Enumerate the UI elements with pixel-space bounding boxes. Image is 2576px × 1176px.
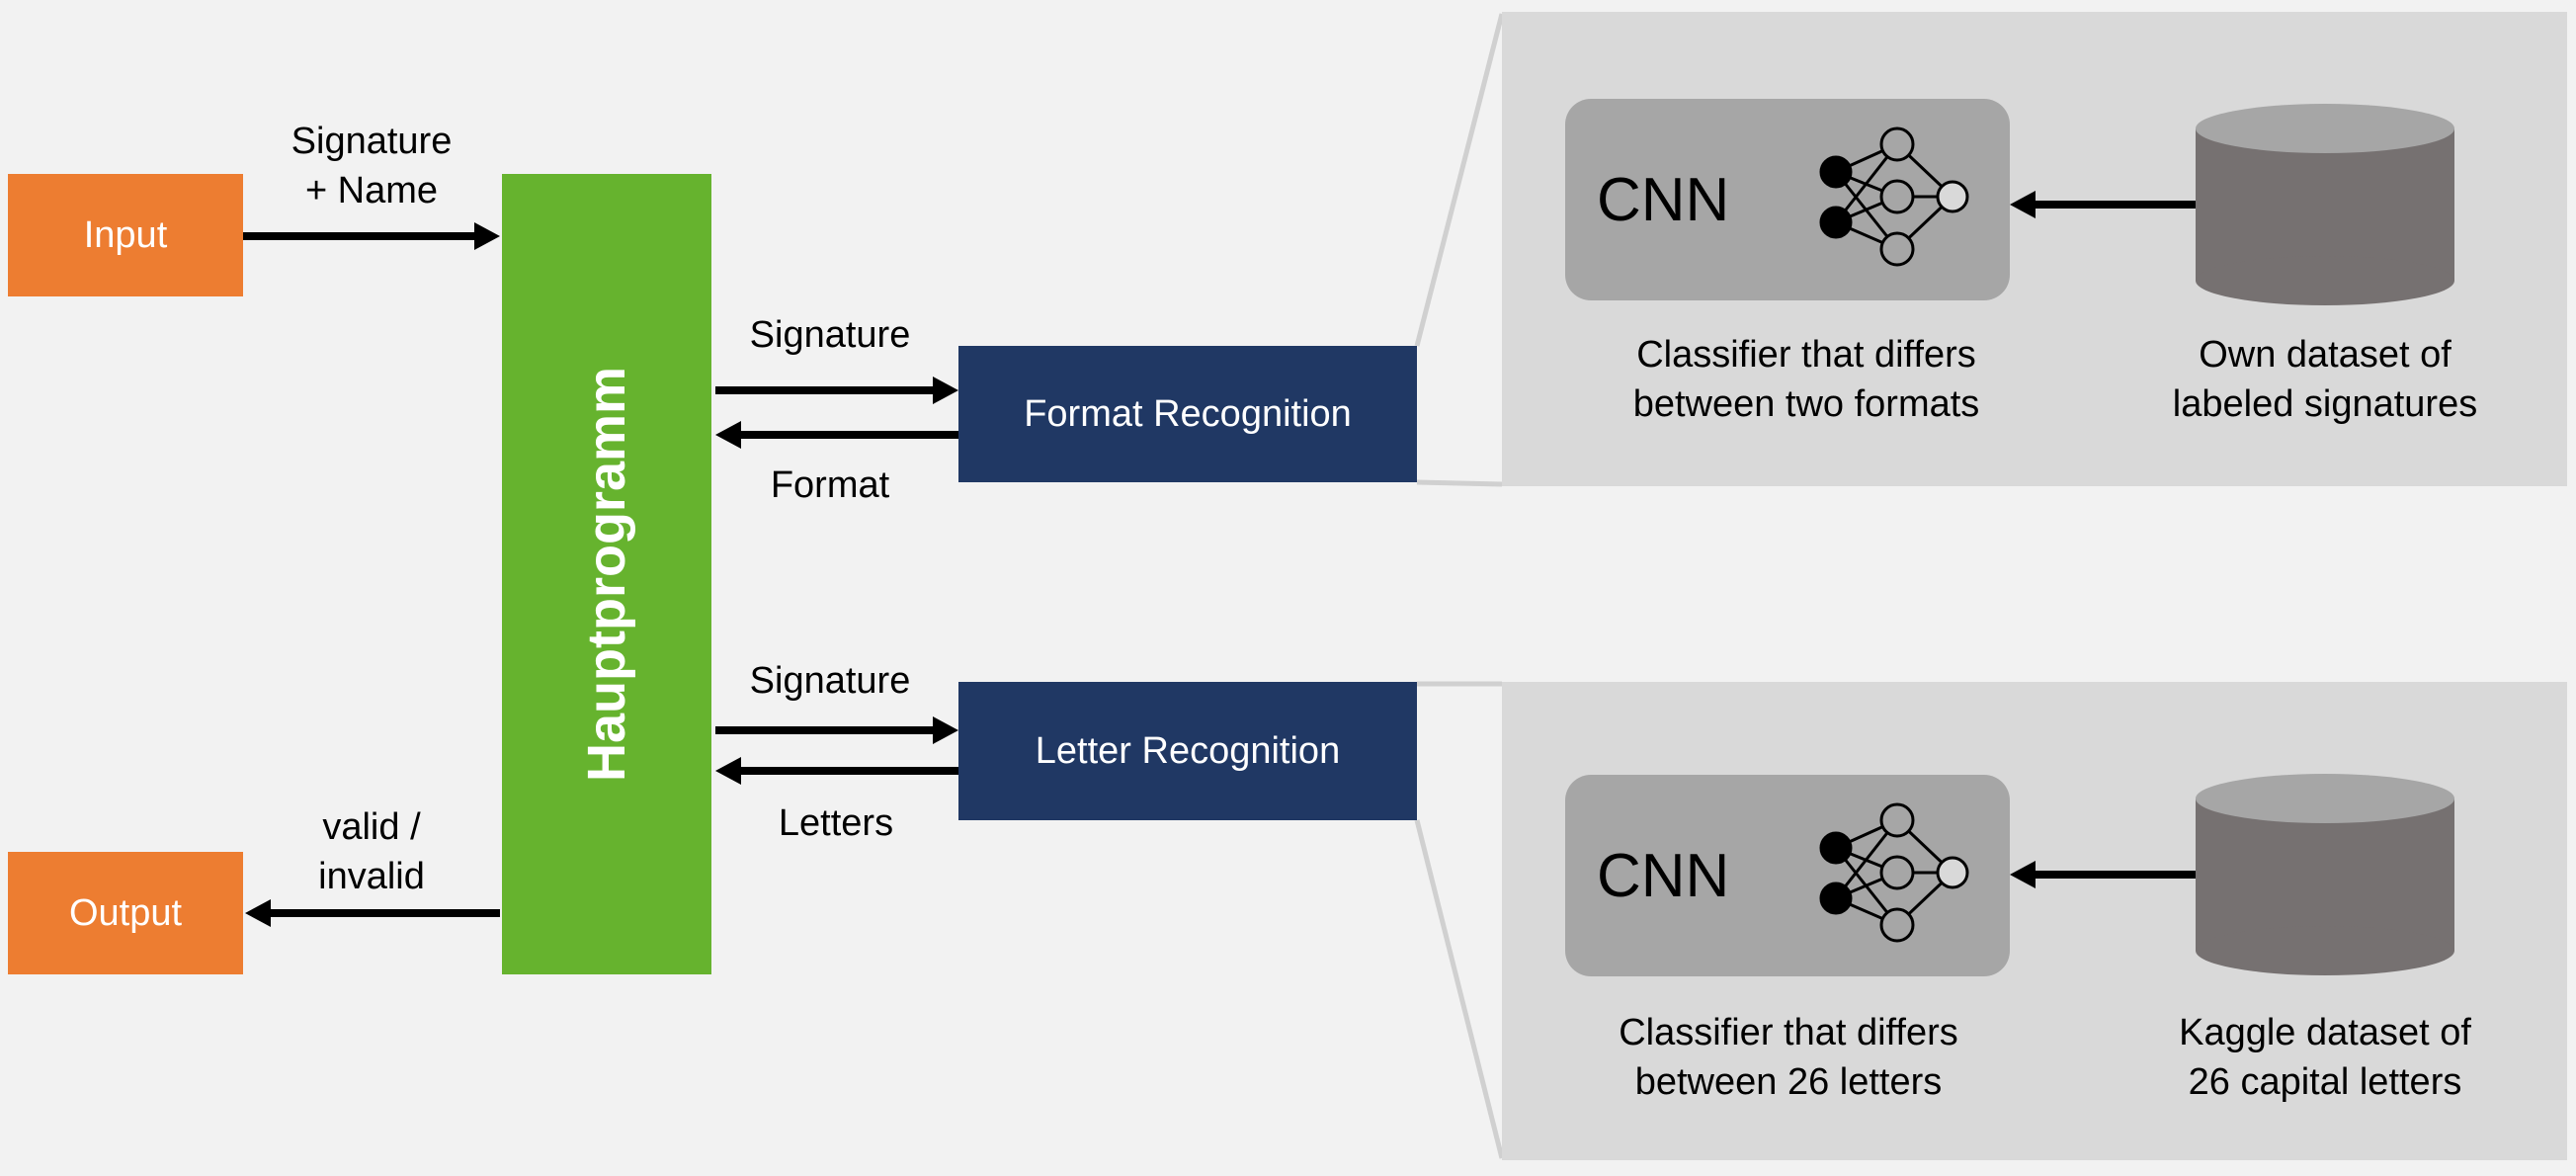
letter-dataset-caption: Kaggle dataset of 26 capital letters (2179, 1012, 2471, 1103)
format-recognition-box: Format Recognition (958, 346, 1417, 482)
letter-response-label: Letters (778, 802, 894, 844)
output-label: Output (68, 891, 183, 934)
letter-cnn-label: CNN (1597, 842, 1730, 910)
letter-cnn-box (1565, 775, 2010, 976)
main-program-box: Hauptprogramm (502, 174, 711, 974)
format-cnn-box (1565, 99, 2010, 300)
input-edge-label: Signature + Name (291, 121, 453, 211)
output-edge-label: valid / invalid (318, 806, 425, 897)
letter-recognition-label: Letter Recognition (1035, 729, 1341, 772)
input-label: Input (83, 213, 168, 256)
letter-classifier-caption: Classifier that differs between 26 lette… (1619, 1012, 1958, 1103)
letter-request-label: Signature (749, 660, 911, 702)
input-box: Input (8, 174, 243, 296)
format-request-label: Signature (749, 314, 911, 356)
output-box: Output (8, 852, 243, 974)
letter-recognition-box: Letter Recognition (958, 682, 1417, 820)
format-dataset-caption: Own dataset of labeled signatures (2172, 334, 2478, 425)
format-recognition-label: Format Recognition (1024, 392, 1352, 435)
format-classifier-caption: Classifier that differs between two form… (1632, 334, 1980, 425)
format-cnn-label: CNN (1597, 166, 1730, 234)
format-response-label: Format (770, 464, 890, 506)
